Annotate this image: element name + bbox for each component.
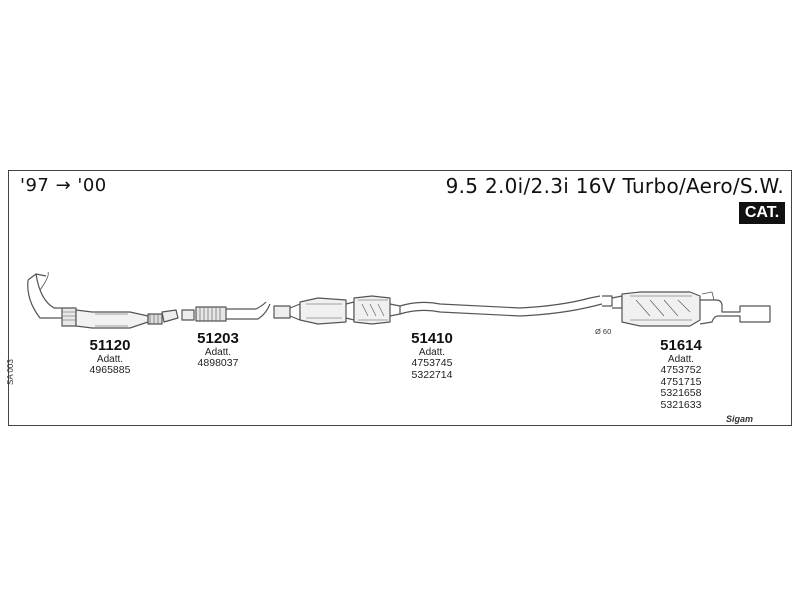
side-code: SA 003 — [6, 359, 15, 385]
part-51410-drawing — [273, 295, 603, 325]
part-reference: 4753752 — [660, 364, 702, 376]
part-label: Adatt. — [204, 347, 232, 358]
part-51203-drawing — [181, 301, 271, 322]
part-reference: 4751715 — [660, 375, 702, 388]
part-number: 51120 — [89, 337, 131, 354]
part-label: Adatt. — [667, 354, 695, 365]
part-reference: 4753745 — [411, 357, 453, 369]
part-51410: 51410 Adatt. 4753745 5322714 — [404, 330, 460, 381]
part-number: 51203 — [197, 330, 239, 347]
part-51614-drawing — [602, 291, 771, 327]
cat-badge: CAT. — [739, 202, 785, 224]
model-years: '97 → '00 — [20, 175, 107, 196]
brand-logo: Sigam — [726, 414, 754, 424]
part-reference: 5322714 — [411, 368, 453, 381]
part-label: Adatt. — [96, 354, 124, 365]
part-51203: 51203 Adatt. 4898037 — [190, 330, 246, 370]
pipe-diameter: Ø 60 — [595, 327, 612, 336]
part-number: 51614 — [660, 337, 702, 354]
part-label: Adatt. — [418, 347, 446, 358]
part-reference: 4898037 — [197, 357, 239, 369]
part-51120-drawing — [27, 271, 179, 329]
vehicle-title: 9.5 2.0i/2.3i 16V Turbo/Aero/S.W. — [445, 174, 784, 198]
part-51614: 51614 Adatt. 4753752 4751715 5321658 532… — [652, 337, 710, 411]
part-51120: 51120 Adatt. 4965885 — [82, 337, 138, 377]
part-number: 51410 — [411, 330, 453, 347]
part-reference: 4965885 — [89, 364, 131, 376]
part-reference: 5321658 — [660, 387, 702, 399]
part-reference: 5321633 — [660, 398, 702, 411]
